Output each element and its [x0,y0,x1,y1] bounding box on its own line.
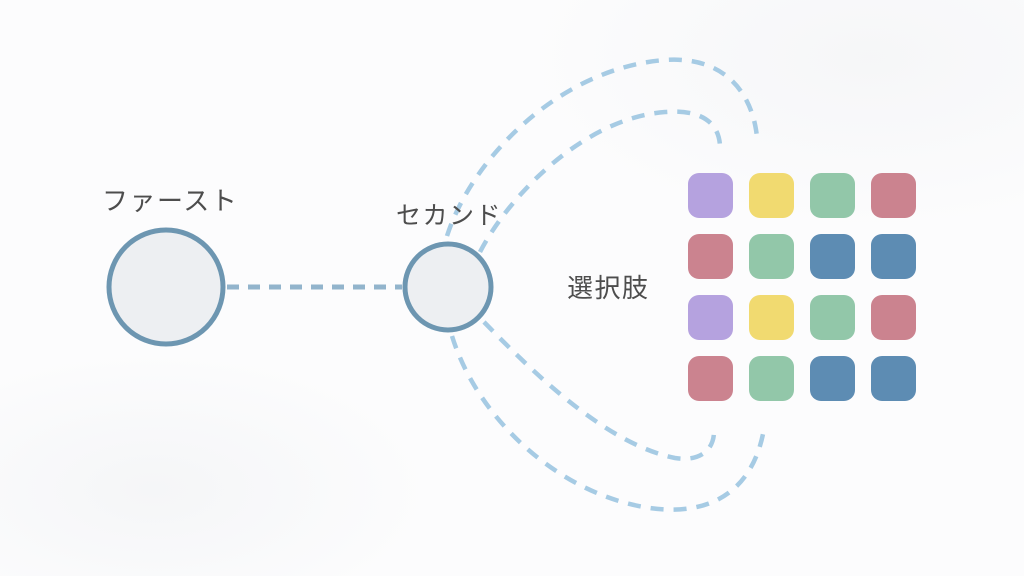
choice-cell-r3c2-yellow [749,295,794,340]
first-node-circle [106,227,226,347]
branch-curve-top-outer [444,57,760,237]
choice-cell-r2c2-green [749,234,794,279]
choice-cell-r1c4-rose [871,173,916,218]
choice-cell-r4c2-green [749,356,794,401]
choice-cell-r4c3-blue [810,356,855,401]
choice-cell-r2c3-blue [810,234,855,279]
choice-cell-r2c1-rose [688,234,733,279]
choice-cell-r1c1-purple [688,173,733,218]
choice-cell-r2c4-blue [871,234,916,279]
choice-cell-r4c1-rose [688,356,733,401]
second-node-label: セカンド [396,202,503,230]
choice-cell-r3c4-rose [871,295,916,340]
second-node-circle [402,241,494,333]
choice-cell-r4c4-blue [871,356,916,401]
choice-cell-r1c3-green [810,173,855,218]
choice-cell-r1c2-yellow [749,173,794,218]
choice-cell-r3c3-green [810,295,855,340]
choice-cell-r3c1-purple [688,295,733,340]
branch-curve-top-inner [478,109,723,254]
choices-grid [688,173,916,401]
choices-label: 選択肢 [567,273,650,303]
first-node-label: ファースト [102,186,239,216]
branch-curve-bottom-outer [449,335,766,512]
